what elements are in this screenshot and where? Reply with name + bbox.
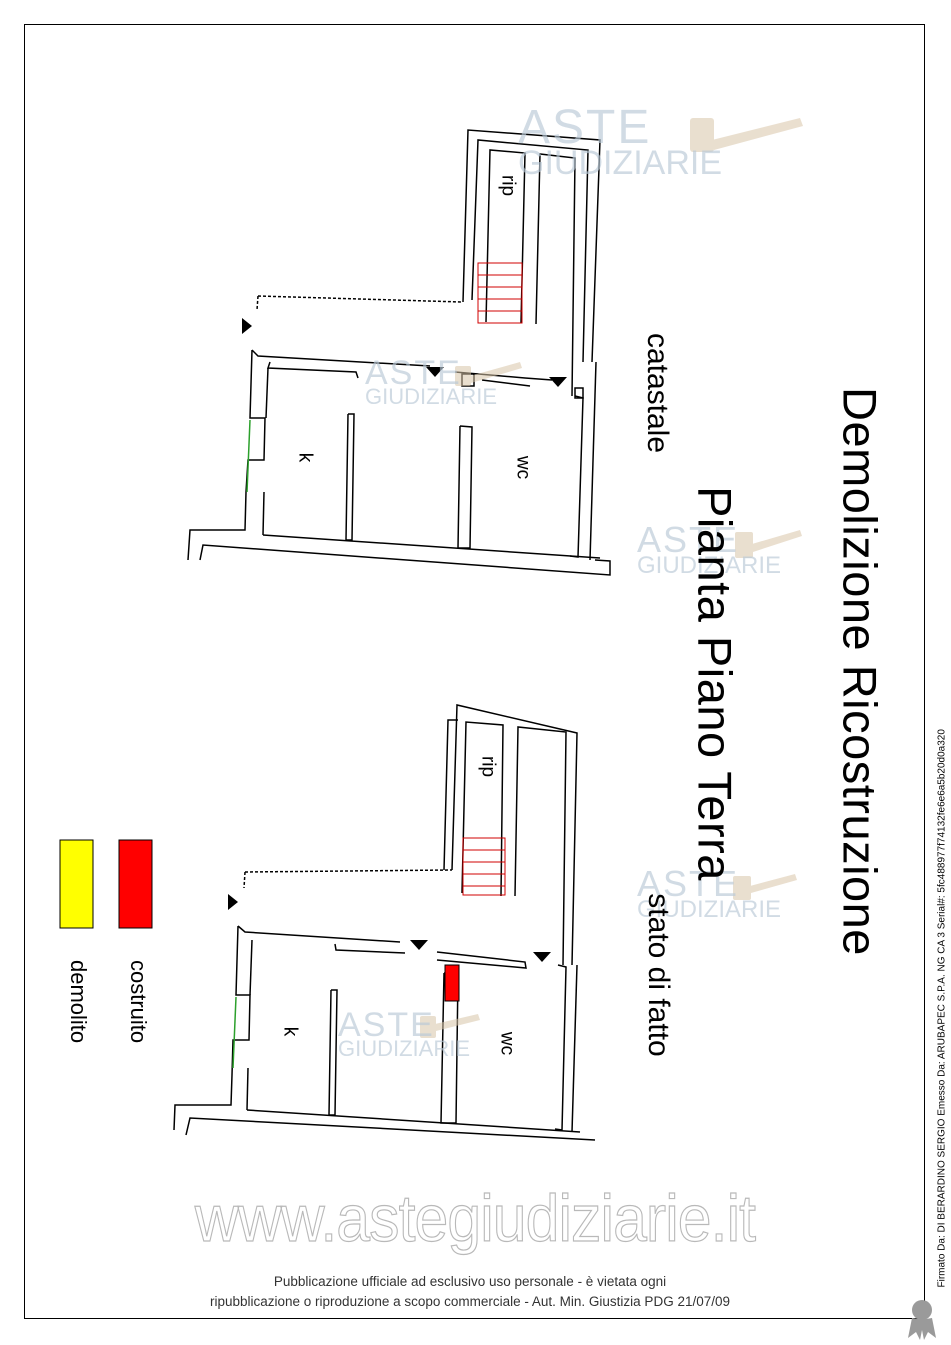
plan-catastale [187,129,611,576]
watermark-top-text: ASTE [338,1006,435,1044]
watermark-top-text: ASTE [518,101,652,154]
plan1-wall [481,379,531,387]
digital-signature-text: Firmato Da: DI BERARDINO SERGIO Emesso D… [936,729,948,1288]
arrow-marker [242,318,252,334]
plan2-wall [443,719,458,871]
title-line2: Pianta Piano Terra [688,486,742,881]
plan1-pillar [574,387,584,399]
arrow-marker [533,952,551,962]
plan1-stairs [477,262,523,324]
plan2-wall [461,721,504,897]
site-watermark: www.astegiudiziarie.it [194,1180,756,1255]
watermark-logo: ASTE GIUDIZIARIE [637,522,781,578]
plan1-wall [262,491,265,536]
plan-stato-di-fatto [173,704,596,1141]
plan2-dashed-wall [244,869,453,873]
plan2-wall [328,989,338,1116]
plan2-wall [334,943,406,954]
plan1-wall [485,149,526,324]
plan2-wall [231,925,251,1076]
plan1-dashed-wall [257,295,463,303]
plan2-wall [571,964,578,1133]
plan1-wall [462,129,601,363]
plan1-window [246,419,251,493]
watermark-bottom-text: GIUDIZIARIE [637,552,782,579]
footer-line2: ripubblicazione o riproduzione a scopo c… [209,1294,730,1309]
watermark-bottom-text: GIUDIZIARIE [365,384,498,409]
watermark-logo: ASTE GIUDIZIARIE [365,356,497,408]
drawing-frame [24,24,925,1319]
plan-label-stato-di-fatto: stato di fatto [642,893,675,1057]
watermark-bottom-text: GIUDIZIARIE [637,896,782,923]
plan1-wall [569,395,584,558]
watermark-top-text: ASTE [637,863,740,904]
plan1-wall [589,361,597,561]
plan1-wall [251,349,431,367]
plan2-wall [514,726,567,966]
plan2-wall [249,939,253,996]
watermark-top-text: ASTE [365,354,462,392]
plan1-wall [457,425,473,549]
plan2-stairs [462,837,506,896]
plan2-wall [436,951,527,969]
arrow-marker [228,894,238,910]
door-arrows [228,318,567,962]
plan2-wall [246,1109,581,1133]
plan1-wall [187,491,247,561]
footer-line1: Pubblicazione ufficiale ad esclusivo uso… [273,1274,667,1289]
plan2-dashed-wall [243,871,246,889]
plan2-wall [554,964,567,1131]
seal-badge-icon [908,1300,936,1340]
room-label-wc: wc [512,455,534,480]
room-label-k: k [294,452,316,463]
plan2-wall [237,925,401,943]
legend-label-demolito: demolito [66,960,91,1044]
plan2-window [232,996,237,1069]
watermark-logo: ASTE GIUDIZIARIE [518,101,723,182]
plan1-wall [535,153,576,397]
plan1-wall [199,544,611,576]
watermark-bottom-text: GIUDIZIARIE [338,1036,471,1061]
room-label-rip: rip [497,174,519,197]
plan-label-catastale: catastale [641,332,674,454]
plan2-wall [451,704,578,966]
plan1-wall [265,367,269,419]
arrow-marker [410,940,428,950]
title-line1: Demolizione Ricostruzione [833,387,887,956]
room-label-rip: rip [477,755,499,778]
plan1-wall [262,534,601,559]
plan1-wall [345,413,355,541]
watermark-top-text: ASTE [637,519,740,560]
plan1-wall [245,349,266,493]
legend-swatch-costruito [118,839,153,929]
room-label-k: k [279,1026,301,1037]
plan1-wall [471,139,589,363]
arrow-marker [549,377,567,387]
arrow-marker [426,367,444,377]
watermark-logo: ASTE GIUDIZIARIE [637,866,781,922]
room-label-wc: wc [496,1031,518,1056]
legend-swatch-demolito [59,839,94,929]
watermark-logo: ASTE GIUDIZIARIE [338,1008,470,1060]
watermark-bottom-text: GIUDIZIARIE [518,144,723,182]
footer-notice: Pubblicazione ufficiale ad esclusivo uso… [120,1272,820,1312]
gavel-icon [420,118,803,1038]
plan2-wall [246,1067,249,1111]
plan2-wall [185,1117,596,1141]
plan2-built-wall [444,964,460,1002]
plan1-wall [266,361,359,379]
legend-label-costruito: costruito [126,960,151,1044]
plan1-dashed-wall [256,295,259,311]
plan2-wall [173,1074,233,1131]
